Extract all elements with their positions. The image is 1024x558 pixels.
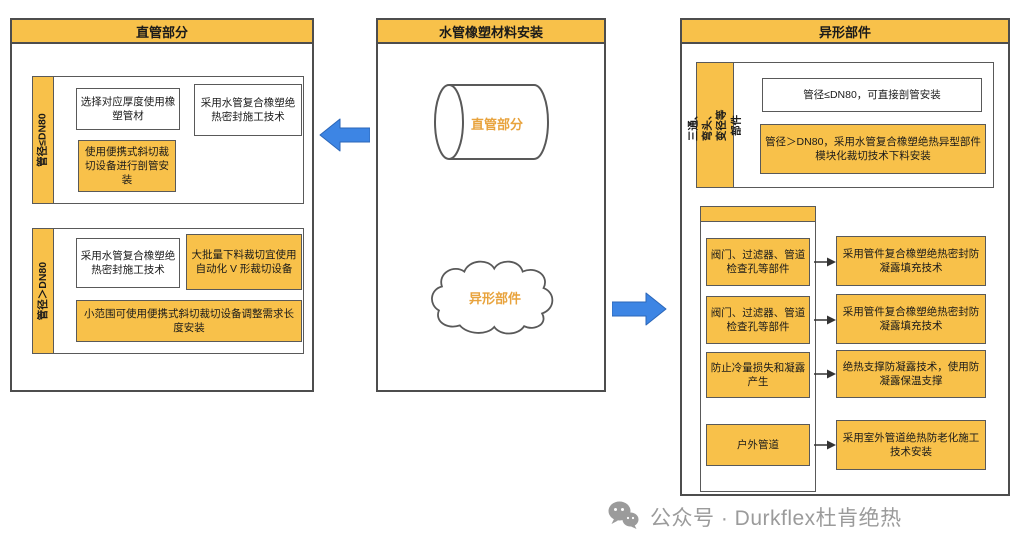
fittings-side-label: 三通、弯头、变径等部件 [688,62,742,188]
component-box: 户外管道 [706,424,810,466]
modular-cutting-box: 管径＞DN80，采用水管复合橡塑绝热异型部件模块化裁切技术下料安装 [760,124,986,174]
technique-box: 采用管件复合橡塑绝热密封防凝露填充技术 [836,294,986,344]
composite-seal-tech-box-2: 采用水管复合橡塑绝热密封施工技术 [76,238,180,288]
flow-arrow-icon [814,256,836,268]
flow-arrow-icon [814,439,836,451]
cylinder-shape: 直管部分 [430,82,554,162]
wechat-icon [606,498,640,532]
main-panel-title: 水管橡塑材料安装 [376,18,606,44]
direct-split-install-box: 管径≤DN80，可直接剖管安装 [762,78,982,112]
straight-pipe-panel-title: 直管部分 [10,18,314,44]
dn80-plus-side-label: 管径＞DN80 [32,228,54,354]
dn80-or-less-side-label: 管径≤DN80 [32,76,54,204]
component-box: 阀门、过滤器、管道检查孔等部件 [706,238,810,286]
technique-box: 采用管件复合橡塑绝热密封防凝露填充技术 [836,236,986,286]
technique-box: 绝热支撑防凝露技术，使用防凝露保温支撑 [836,350,986,398]
flow-arrow-icon [814,368,836,380]
technique-box: 采用室外管道绝热防老化施工技术安装 [836,420,986,470]
flow-arrow-icon [814,314,836,326]
small-scope-portable-box: 小范围可使用便携式斜切裁切设备调整需求长度安装 [76,300,302,342]
components-group-header [700,206,816,222]
automated-vcut-box: 大批量下料裁切宜使用自动化 V 形裁切设备 [186,234,302,290]
cloud-shape: 异形部件 [424,244,566,350]
component-box: 阀门、过滤器、管道检查孔等部件 [706,296,810,344]
watermark-text: 公众号 · Durkflex杜肯绝热 [650,507,902,530]
component-box: 防止冷量损失和凝露产生 [706,352,810,398]
composite-seal-tech-box: 采用水管复合橡塑绝热密封施工技术 [194,84,302,136]
portable-cutter-box: 使用便携式斜切裁切设备进行剖管安装 [78,140,176,192]
special-parts-panel-title: 异形部件 [680,18,1010,44]
arrow-left-icon [318,116,371,154]
select-thickness-box: 选择对应厚度使用橡塑管材 [76,88,180,130]
arrow-right-icon [611,290,668,328]
